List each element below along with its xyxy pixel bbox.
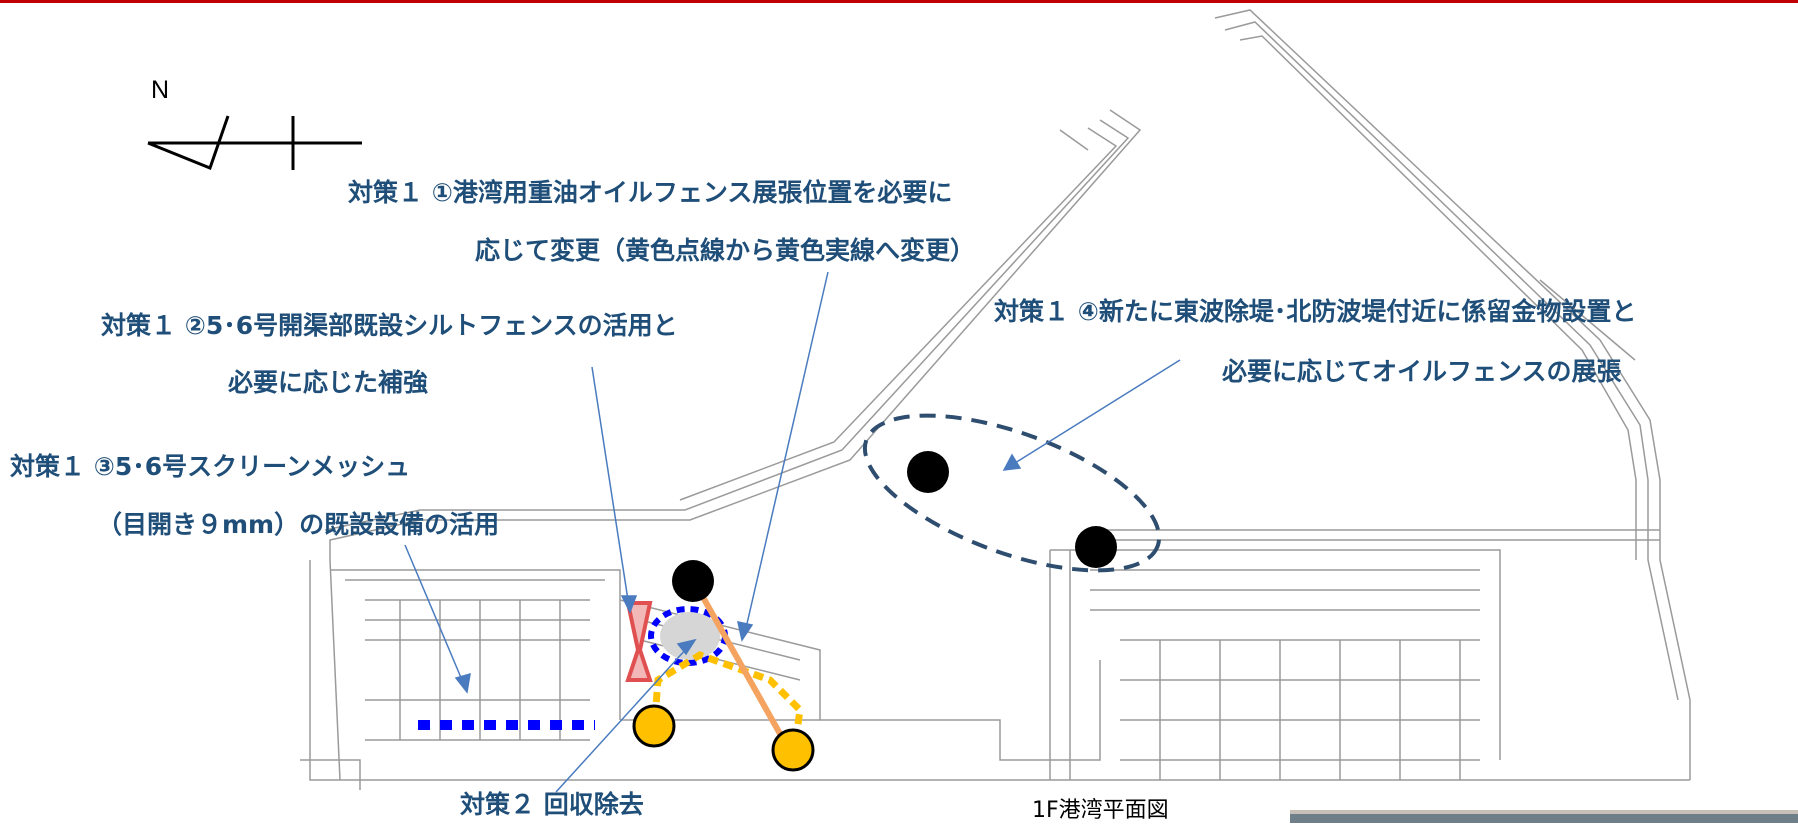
north-label: N — [151, 76, 170, 104]
recovery-area — [660, 612, 720, 660]
measure-4-line-2: 必要に応じてオイルフェンスの展張 — [1222, 357, 1622, 386]
black-mooring-marker — [907, 451, 949, 493]
silt-fence — [625, 601, 653, 682]
black-mooring-marker — [672, 560, 714, 602]
leader-arrow-m4 — [1014, 359, 1181, 464]
north-arrow-icon — [147, 115, 362, 170]
measure-3-line-2: （目開き９mm）の既設設備の活用 — [97, 510, 500, 539]
measure-2-line-1: 対策１ ②5･6号開渠部既設シルトフェンスの活用と — [101, 311, 678, 340]
harbor-outline — [300, 9, 1691, 790]
yellow-mooring-marker — [771, 728, 815, 772]
header-rule — [0, 0, 1798, 3]
yellow-mooring-marker — [632, 704, 676, 748]
leader-arrow-m5 — [555, 647, 688, 793]
black-mooring-marker — [1075, 526, 1117, 568]
leader-arrow-m2 — [591, 366, 629, 601]
map-caption: 1F港湾平面図 — [1032, 798, 1169, 823]
new-mooring-area — [862, 413, 1162, 573]
measure-4-line-1: 対策１ ④新たに東波除堤･北防波堤付近に係留金物設置と — [994, 297, 1637, 326]
leader-arrow-m3 — [404, 544, 463, 681]
photo-thumbnail — [1290, 810, 1798, 823]
oil-fence-new-solid — [692, 581, 791, 750]
measure-1-line-2: 応じて変更（黄色点線から黄色実線へ変更） — [475, 236, 976, 265]
measure-3-line-1: 対策１ ③5･6号スクリーンメッシュ — [10, 452, 411, 481]
measure-1-line-1: 対策１ ①港湾用重油オイルフェンス展張位置を必要に — [348, 178, 953, 207]
leader-arrow-m1 — [745, 271, 829, 629]
measure-2-line-2: 必要に応じた補強 — [228, 368, 429, 397]
measure-5-label: 対策２ 回収除去 — [460, 790, 644, 819]
oil-fence-original-dotted — [651, 651, 804, 746]
